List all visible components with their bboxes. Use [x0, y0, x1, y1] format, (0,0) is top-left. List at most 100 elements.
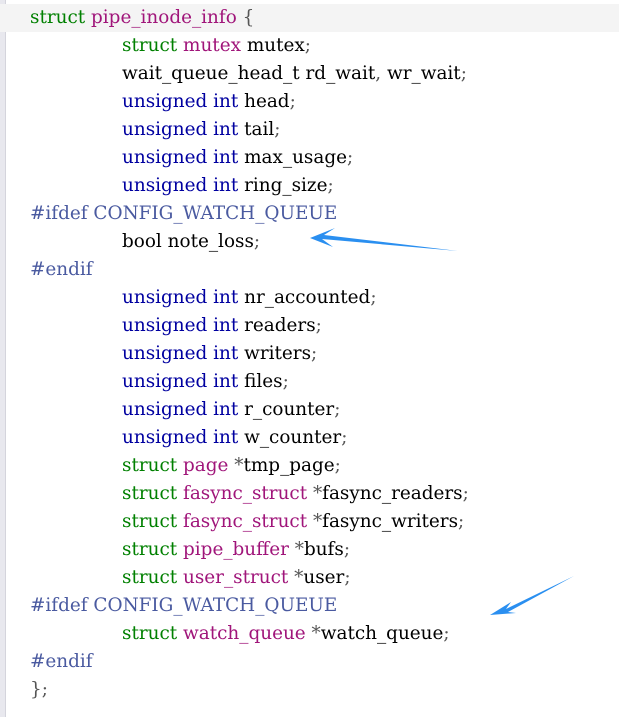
punctuation: ;	[343, 539, 351, 560]
code-line-content: struct mutex mutex;	[30, 32, 311, 60]
identifier: wait_queue_head_t	[122, 63, 300, 84]
code-line[interactable]: wait_queue_head_t rd_wait, wr_wait;	[0, 60, 619, 88]
code-line[interactable]: };	[0, 676, 619, 704]
type-keyword: unsigned int	[122, 119, 239, 140]
type-keyword: unsigned int	[122, 343, 239, 364]
code-line-content: unsigned int nr_accounted;	[30, 284, 377, 312]
identifier: tail	[244, 119, 275, 140]
code-line[interactable]: struct watch_queue *watch_queue;	[0, 620, 619, 648]
identifier: fasync_readers	[322, 483, 463, 504]
struct-type-name: user_struct	[183, 567, 289, 588]
punctuation: *	[305, 623, 321, 644]
code-line[interactable]: unsigned int nr_accounted;	[0, 284, 619, 312]
code-line-content: unsigned int ring_size;	[30, 172, 334, 200]
code-line-content: unsigned int readers;	[30, 312, 322, 340]
code-line[interactable]: struct page *tmp_page;	[0, 452, 619, 480]
punctuation: ;	[344, 567, 351, 588]
keyword: struct	[122, 567, 178, 588]
struct-type-name: watch_queue	[183, 623, 306, 644]
identifier: note_loss	[167, 231, 254, 252]
code-line[interactable]: unsigned int readers;	[0, 312, 619, 340]
code-line[interactable]: bool note_loss;	[0, 228, 619, 256]
code-line[interactable]: #endif	[0, 256, 619, 284]
code-line[interactable]: struct pipe_buffer *bufs;	[0, 536, 619, 564]
code-line[interactable]: unsigned int ring_size;	[0, 172, 619, 200]
punctuation: ;	[274, 119, 281, 140]
punctuation: ;	[334, 399, 341, 420]
type-keyword: unsigned int	[122, 175, 239, 196]
identifier: readers	[244, 315, 316, 336]
code-line[interactable]: struct mutex mutex;	[0, 32, 619, 60]
identifier: wr_wait	[386, 63, 461, 84]
preprocessor-token: CONFIG_WATCH_QUEUE	[93, 203, 338, 224]
code-line-content: struct pipe_buffer *bufs;	[30, 536, 350, 564]
identifier: user	[303, 567, 345, 588]
code-line-content: wait_queue_head_t rd_wait, wr_wait;	[30, 60, 467, 88]
identifier: max_usage	[244, 147, 347, 168]
code-line-content: unsigned int head;	[30, 88, 296, 116]
code-line[interactable]: #ifdef CONFIG_WATCH_QUEUE	[0, 592, 619, 620]
punctuation: *	[307, 483, 323, 504]
identifier: watch_queue	[320, 623, 444, 644]
punctuation: ;	[458, 511, 465, 532]
punctuation: *	[228, 455, 244, 476]
punctuation: ;	[311, 343, 318, 364]
code-line[interactable]: #endif	[0, 648, 619, 676]
struct-type-name: pipe_buffer	[183, 539, 289, 560]
punctuation: ;	[370, 287, 377, 308]
code-line-content: struct watch_queue *watch_queue;	[30, 620, 450, 648]
identifier: bool	[122, 231, 162, 252]
code-line[interactable]: struct pipe_inode_info {	[0, 4, 619, 32]
struct-type-name: mutex	[183, 35, 241, 56]
code-line[interactable]: struct fasync_struct *fasync_readers;	[0, 480, 619, 508]
keyword: struct	[122, 539, 178, 560]
punctuation: ;	[460, 63, 467, 84]
identifier: r_counter	[244, 399, 335, 420]
punctuation: ;	[346, 147, 354, 168]
preprocessor-token: #endif	[30, 259, 93, 280]
punctuation: {	[236, 7, 255, 28]
code-line-content: #ifdef CONFIG_WATCH_QUEUE	[30, 592, 337, 620]
keyword: struct	[122, 511, 178, 532]
keyword: struct	[122, 483, 178, 504]
code-line-content: };	[30, 676, 48, 704]
punctuation: *	[307, 511, 323, 532]
code-line-content: struct page *tmp_page;	[30, 452, 341, 480]
identifier: bufs	[303, 539, 344, 560]
struct-type-name: fasync_struct	[183, 511, 308, 532]
preprocessor-token: #ifdef	[30, 595, 88, 616]
punctuation: *	[288, 539, 304, 560]
code-line-content: #endif	[30, 648, 93, 676]
code-line-content: struct fasync_struct *fasync_readers;	[30, 480, 469, 508]
identifier: writers	[244, 343, 312, 364]
code-line[interactable]: struct fasync_struct *fasync_writers;	[0, 508, 619, 536]
identifier: ring_size	[244, 175, 328, 196]
punctuation: ;	[334, 455, 341, 476]
code-line-content: unsigned int w_counter;	[30, 424, 347, 452]
code-line[interactable]: unsigned int files;	[0, 368, 619, 396]
punctuation: ;	[327, 175, 334, 196]
editor-gutter	[0, 0, 6, 717]
punctuation: ;	[443, 623, 450, 644]
punctuation: ;	[304, 35, 311, 56]
code-line[interactable]: struct user_struct *user;	[0, 564, 619, 592]
code-line[interactable]: #ifdef CONFIG_WATCH_QUEUE	[0, 200, 619, 228]
code-line[interactable]: unsigned int tail;	[0, 116, 619, 144]
code-line-content: #ifdef CONFIG_WATCH_QUEUE	[30, 200, 337, 228]
code-line-content: unsigned int files;	[30, 368, 289, 396]
punctuation: ;	[341, 427, 348, 448]
code-line[interactable]: unsigned int writers;	[0, 340, 619, 368]
code-line[interactable]: unsigned int r_counter;	[0, 396, 619, 424]
punctuation: ,	[375, 63, 387, 84]
identifier: files	[244, 371, 283, 392]
identifier: head	[244, 91, 290, 112]
code-line-content: #endif	[30, 256, 93, 284]
struct-type-name: page	[183, 455, 229, 476]
code-line[interactable]: unsigned int max_usage;	[0, 144, 619, 172]
code-line[interactable]: unsigned int w_counter;	[0, 424, 619, 452]
code-line-content: unsigned int max_usage;	[30, 144, 353, 172]
code-line-content: bool note_loss;	[30, 228, 260, 256]
code-line[interactable]: unsigned int head;	[0, 88, 619, 116]
code-line-content: struct fasync_struct *fasync_writers;	[30, 508, 464, 536]
